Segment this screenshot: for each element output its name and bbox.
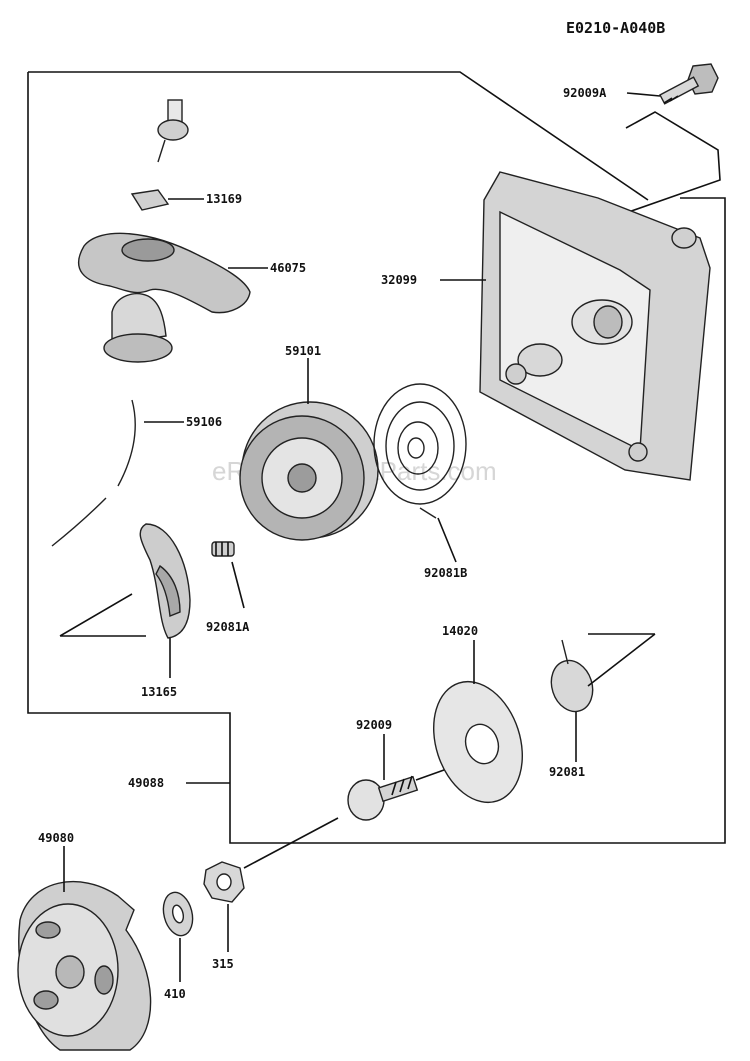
- pin-13169: [157, 99, 189, 163]
- label-410: 410: [164, 987, 186, 1001]
- label-59106: 59106: [186, 415, 222, 429]
- assembly-outline: [27, 71, 726, 844]
- leader-92081a: [231, 561, 245, 609]
- label-92081: 92081: [549, 765, 585, 779]
- label-92009: 92009: [356, 718, 392, 732]
- washer-410[interactable]: [159, 889, 197, 938]
- spring-92081[interactable]: [545, 639, 599, 717]
- housing-32099[interactable]: [479, 171, 711, 481]
- ratchet-guide: [59, 593, 146, 637]
- nut-315[interactable]: [203, 861, 245, 903]
- plate-14020[interactable]: [419, 670, 537, 814]
- clip-13169[interactable]: [130, 189, 170, 211]
- leader-92081b: [437, 517, 457, 563]
- rope-59106[interactable]: [51, 399, 136, 547]
- label-13165: 13165: [141, 685, 177, 699]
- label-32099: 32099: [381, 273, 417, 287]
- spring-92081b[interactable]: [373, 383, 467, 519]
- cup-49080[interactable]: [17, 881, 152, 1051]
- label-49088: 49088: [128, 776, 164, 790]
- bolt-92009a[interactable]: [659, 63, 719, 105]
- outline-bolt-leader: [619, 111, 721, 216]
- label-46075: 46075: [270, 261, 306, 275]
- spring-92081a[interactable]: [211, 541, 235, 557]
- assembly-axis: [243, 817, 339, 869]
- ratchet-13165[interactable]: [139, 523, 191, 639]
- label-92081b: 92081B: [424, 566, 467, 580]
- label-59101: 59101: [285, 344, 321, 358]
- screw-axis: [415, 769, 445, 781]
- pulley-59101[interactable]: [239, 401, 379, 541]
- handle-46075[interactable]: [78, 232, 251, 363]
- label-14020: 14020: [442, 624, 478, 638]
- label-13169: 13169: [206, 192, 242, 206]
- leader-92009a: [626, 92, 661, 97]
- diagram-code: E0210-A040B: [566, 19, 665, 37]
- label-49080: 49080: [38, 831, 74, 845]
- label-92009a: 92009A: [563, 86, 607, 100]
- spring-guide: [587, 633, 656, 687]
- label-315: 315: [212, 957, 234, 971]
- label-92081a: 92081A: [206, 620, 250, 634]
- screw-92009[interactable]: [347, 775, 419, 821]
